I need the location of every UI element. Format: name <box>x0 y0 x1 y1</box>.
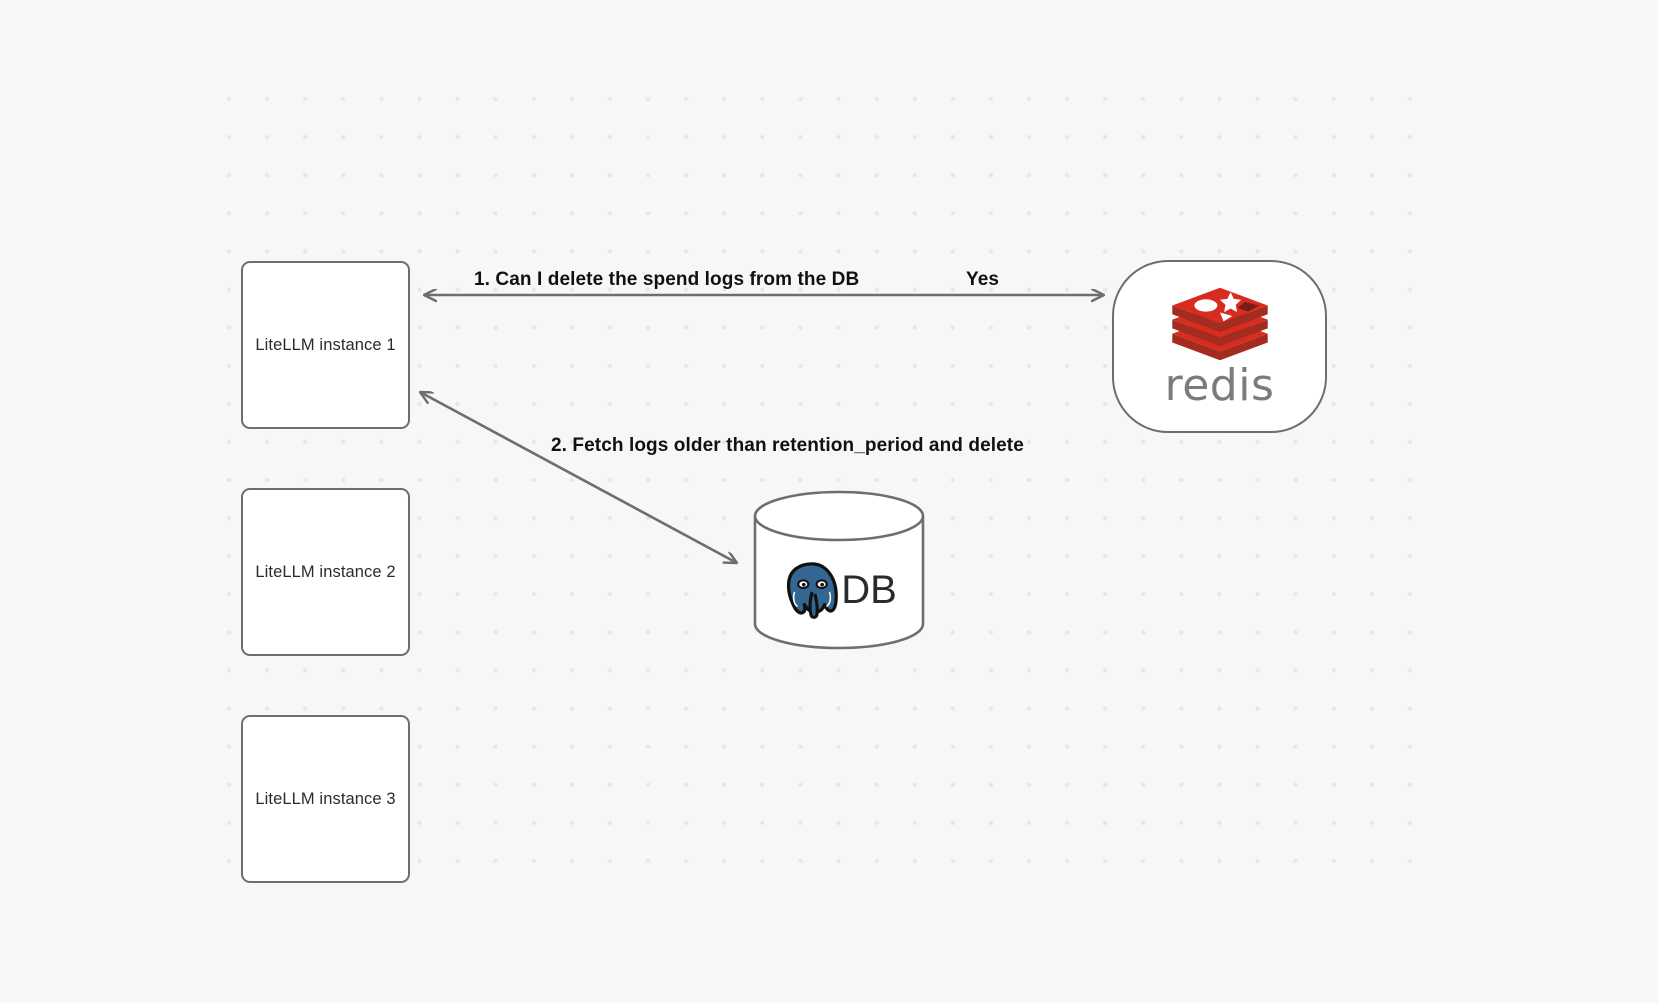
edge-label-reply-yes: Yes <box>966 269 1000 290</box>
node-label-litellm-instance-3: LiteLLM instance 3 <box>255 789 396 808</box>
cylinder-shape <box>753 490 925 650</box>
node-redis[interactable]: redis <box>1112 260 1327 433</box>
node-label-litellm-instance-2: LiteLLM instance 2 <box>255 562 396 581</box>
postgres-elephant-icon <box>787 562 839 619</box>
node-litellm-instance-3[interactable]: LiteLLM instance 3 <box>241 715 410 883</box>
edge-label-step-1: 1. Can I delete the spend logs from the … <box>474 269 860 290</box>
node-label-redis: redis <box>1164 359 1275 411</box>
node-label-litellm-instance-1: LiteLLM instance 1 <box>255 335 396 354</box>
edge-litellm-1-postgres <box>420 392 737 563</box>
edge-label-step-2: 2. Fetch logs older than retention_perio… <box>551 435 1024 456</box>
node-label-db: DB <box>841 568 897 612</box>
node-litellm-instance-1[interactable]: LiteLLM instance 1 <box>241 261 410 429</box>
node-litellm-instance-2[interactable]: LiteLLM instance 2 <box>241 488 410 656</box>
redis-logo-icon <box>1171 287 1268 360</box>
node-postgres[interactable]: DB <box>753 490 925 650</box>
